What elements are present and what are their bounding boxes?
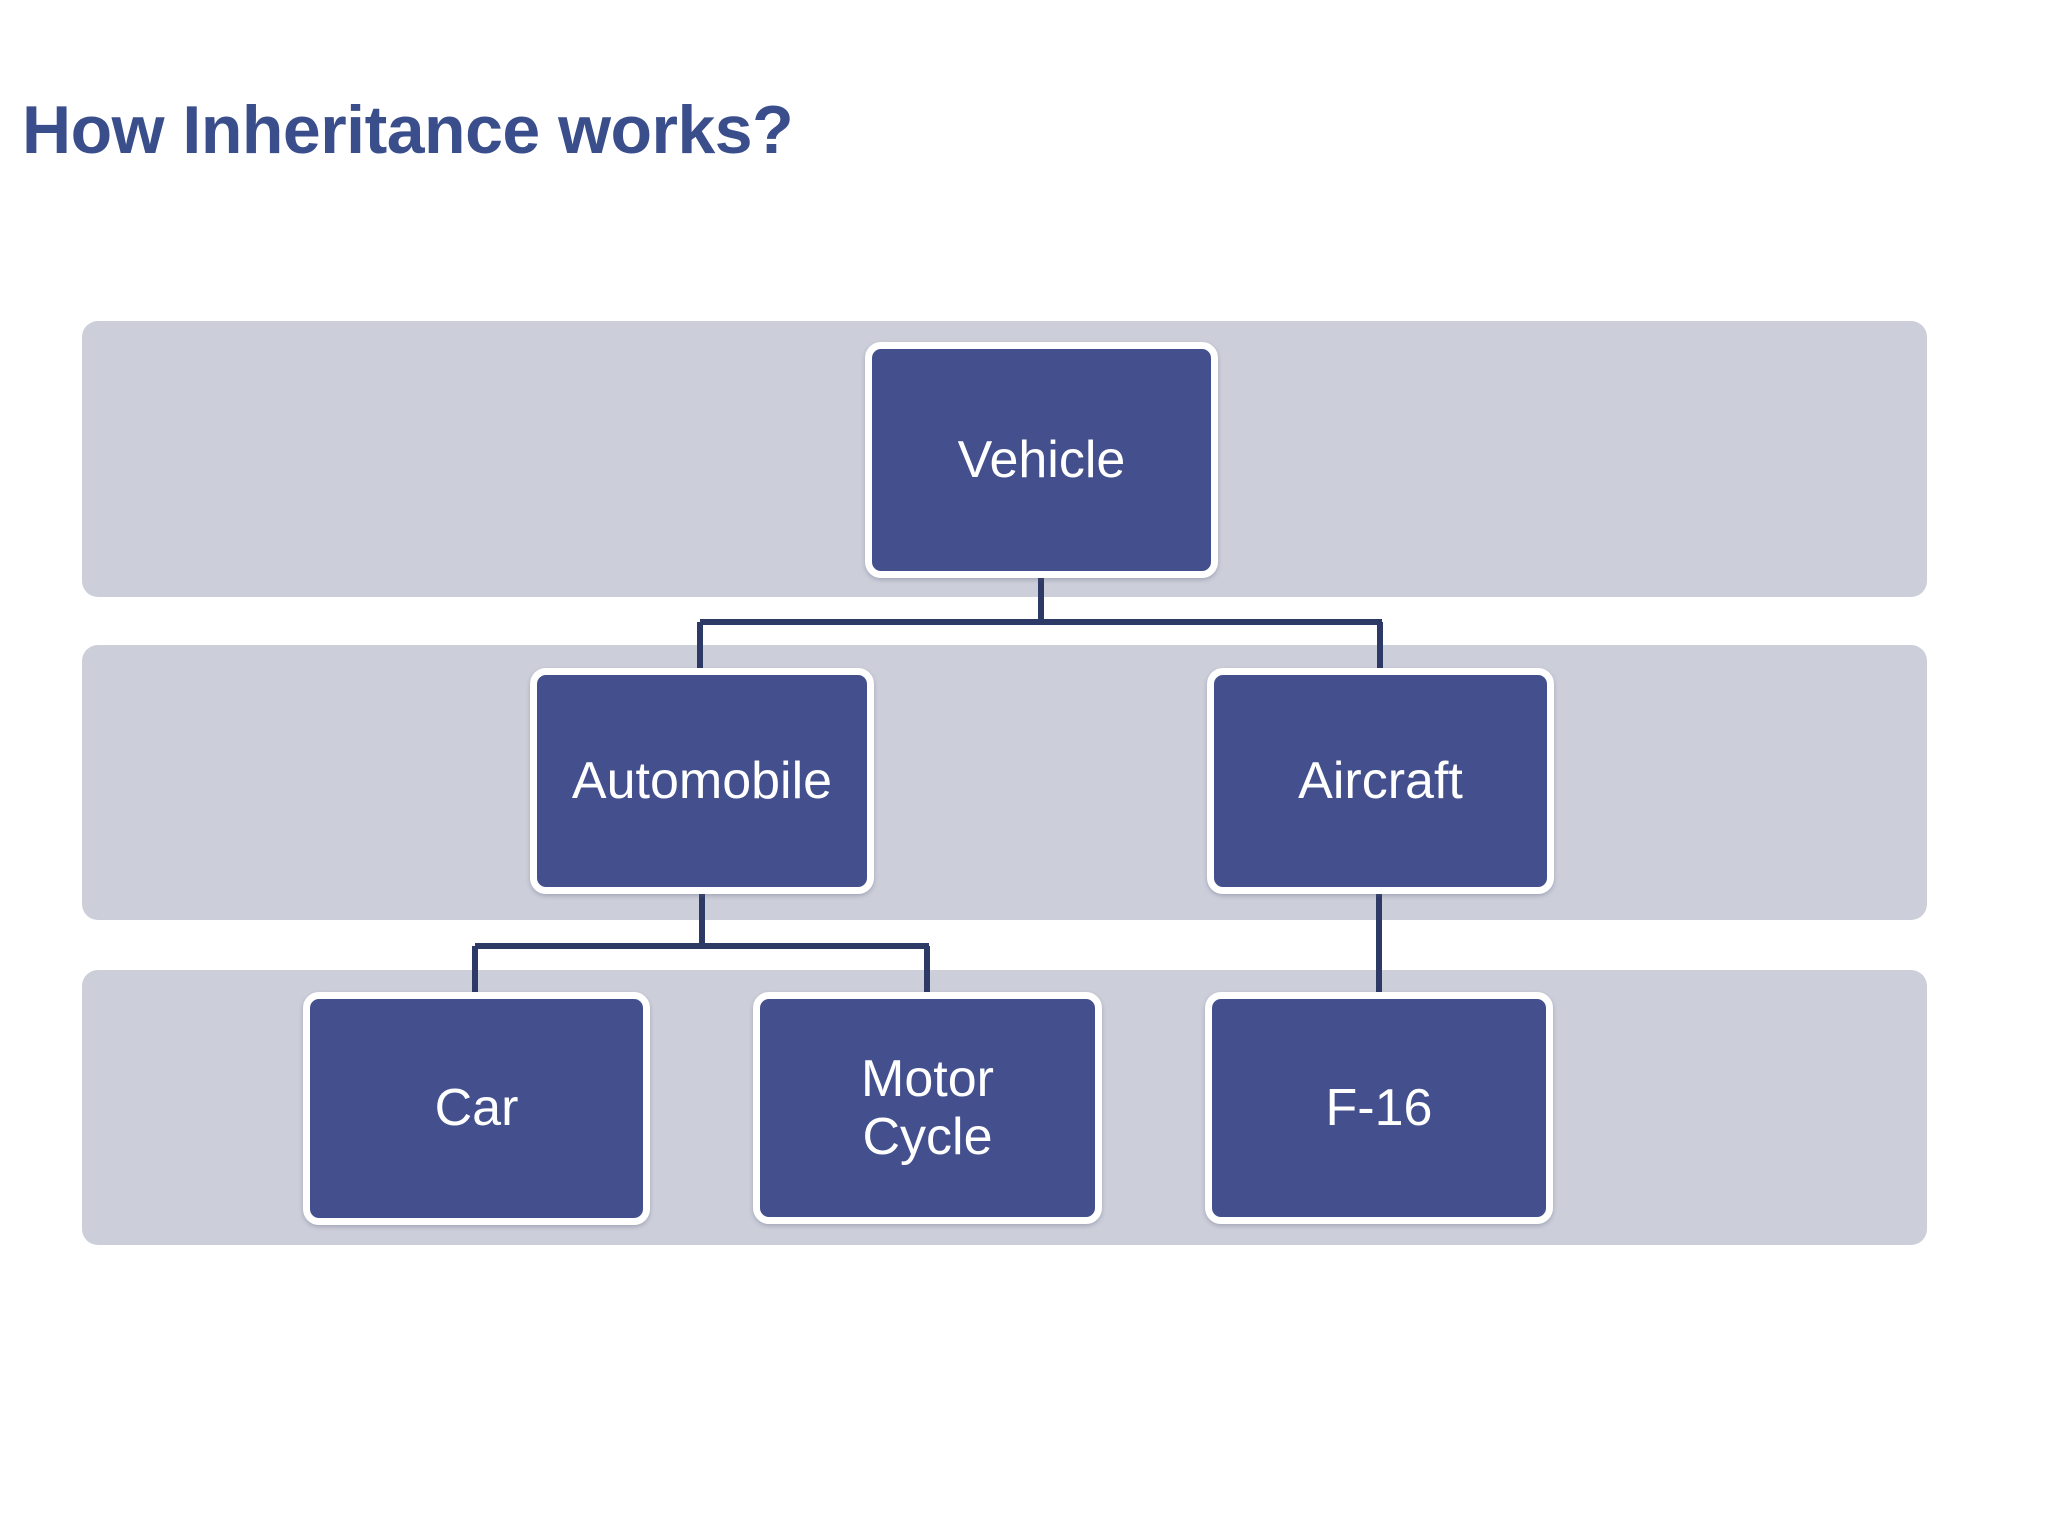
node-car[interactable]: Car — [303, 992, 650, 1225]
node-motorcycle-label-line2: Cycle — [862, 1108, 993, 1166]
node-aircraft-label: Aircraft — [1298, 751, 1463, 810]
node-vehicle-label: Vehicle — [957, 430, 1126, 489]
node-f16[interactable]: F-16 — [1205, 992, 1553, 1224]
node-motorcycle-label-line1: Motor — [861, 1049, 994, 1108]
node-automobile-label: Automobile — [571, 751, 833, 810]
node-automobile[interactable]: Automobile — [530, 668, 874, 894]
level-2-band — [82, 645, 1927, 920]
node-motorcycle[interactable]: Motor Cycle — [753, 992, 1102, 1224]
node-f16-label: F-16 — [1325, 1078, 1433, 1137]
node-aircraft[interactable]: Aircraft — [1207, 668, 1554, 894]
node-car-label: Car — [434, 1079, 519, 1138]
page-title: How Inheritance works? — [22, 92, 794, 168]
node-vehicle[interactable]: Vehicle — [865, 342, 1218, 578]
node-motorcycle-label: Motor Cycle — [861, 1050, 994, 1166]
